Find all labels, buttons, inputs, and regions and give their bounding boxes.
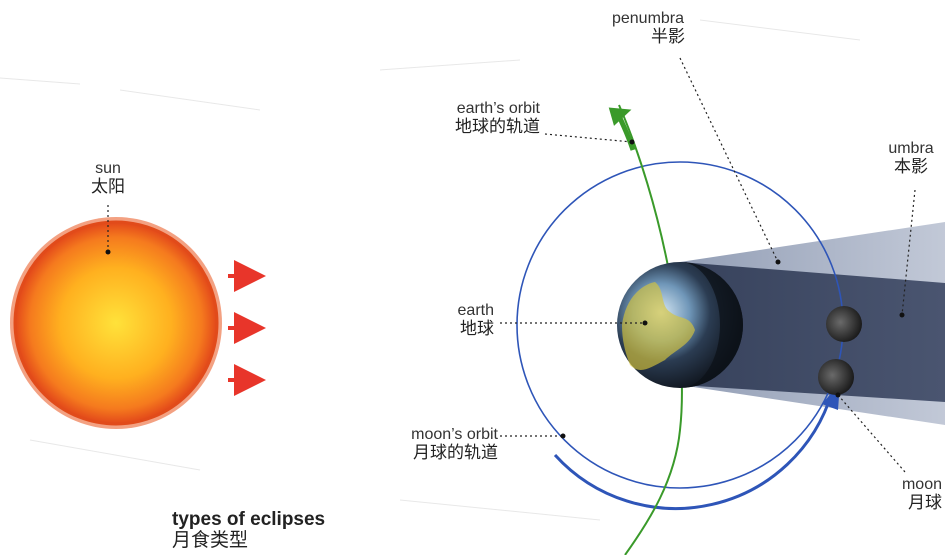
label-earth-en: earth [457,302,494,319]
earth-dark-side [680,262,743,388]
earth-land [622,282,695,370]
earth-orbit-arrowhead [608,107,632,126]
label-earth: earth 地球 [430,302,494,338]
umbra-region [680,262,945,402]
background-texture [0,19,861,521]
leader-earths-orbit [544,133,633,143]
label-sun-en: sun [95,160,121,177]
dot-moon [835,392,841,398]
dot-penumbra [775,259,781,265]
label-moons-orbit: moon’s orbit 月球的轨道 [380,426,498,462]
leader-umbra [901,189,916,316]
earth-figure [617,262,743,388]
label-penumbra: penumbra 半影 [598,10,698,46]
label-moon: moon 月球 [880,476,942,512]
label-earths-orbit-en: earth’s orbit [456,100,540,117]
earth-orbit [618,104,683,555]
label-moon-en: moon [901,476,942,493]
label-penumbra-en: penumbra [611,10,685,27]
moon-in-umbra [826,306,862,342]
label-earth-zh: 地球 [460,318,494,338]
label-umbra-zh: 本影 [894,156,928,176]
leader-dots [105,139,905,439]
moon-orbit-arrow [553,391,834,511]
label-moons-orbit-en: moon’s orbit [411,426,498,443]
diagram-title: types of eclipses 月食类型 [172,509,372,552]
title-en: types of eclipses [172,509,326,530]
sun-disk [13,220,219,426]
label-umbra: umbra 本影 [880,140,942,176]
leader-penumbra [679,57,779,263]
label-penumbra-zh: 半影 [651,26,685,46]
label-sun: sun 太阳 [78,160,138,196]
sun-figure [10,217,222,429]
label-moon-zh: 月球 [908,492,942,512]
dot-moons-orbit [560,433,566,439]
dot-earths-orbit [629,139,635,145]
sunlight-arrows [228,260,266,396]
dot-sun [105,249,111,255]
moon-entering [818,359,854,395]
dot-umbra [899,312,905,318]
label-earths-orbit-zh: 地球的轨道 [455,116,540,136]
label-earths-orbit: earth’s orbit 地球的轨道 [410,100,540,136]
dot-earth [642,320,648,326]
label-moons-orbit-zh: 月球的轨道 [413,442,498,462]
label-sun-zh: 太阳 [91,176,125,196]
leader-moon [837,394,906,473]
label-umbra-en: umbra [888,140,934,157]
title-zh: 月食类型 [172,529,249,551]
leader-lines [107,57,916,473]
